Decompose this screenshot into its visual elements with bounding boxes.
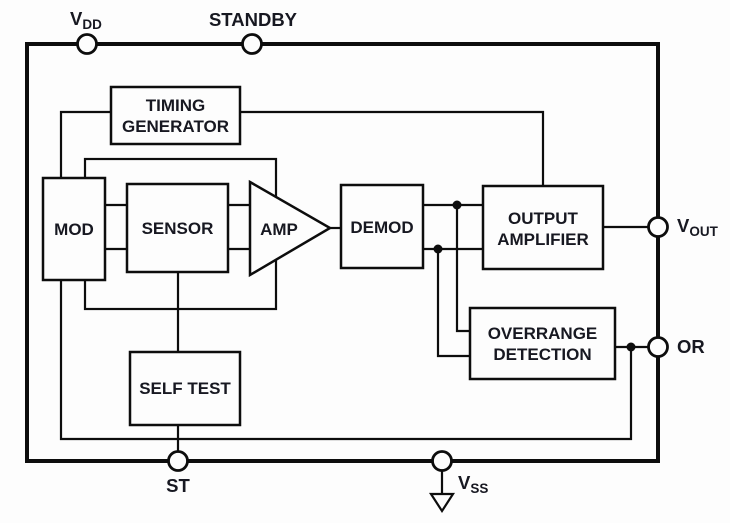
amp-label: AMP	[260, 220, 298, 239]
self-test-block: SELF TEST	[128, 350, 242, 427]
vout-pin-circle	[647, 216, 669, 238]
amp-triangle	[248, 179, 333, 278]
mod-box	[41, 176, 107, 282]
output-amplifier-label-line2: AMPLIFIER	[497, 230, 589, 249]
vout-pin-label: VOUT	[677, 215, 719, 239]
demod-box	[339, 183, 425, 270]
standby-pin-circle	[241, 33, 263, 55]
sensor-box	[125, 182, 230, 274]
sensor-block: SENSOR	[125, 182, 230, 274]
timing-generator-label-line1: TIMING	[146, 96, 206, 115]
mod-label: MOD	[54, 220, 94, 239]
or-pin-circle	[647, 336, 669, 358]
vss-pin-label: VSS	[458, 472, 488, 496]
st-pin-circle	[167, 450, 189, 472]
chip-outline	[25, 42, 660, 463]
self-test-box	[128, 350, 242, 427]
junction-dot-upper	[452, 200, 462, 210]
timing-generator-block: TIMING GENERATOR	[109, 85, 242, 146]
sensor-label: SENSOR	[142, 219, 214, 238]
output-amplifier-block: OUTPUT AMPLIFIER	[481, 184, 605, 271]
vss-pin-circle	[431, 450, 453, 472]
wire-tap-lower-to-overrange	[436, 249, 470, 358]
output-amplifier-label-line1: OUTPUT	[508, 209, 579, 228]
junction-dot-lower	[433, 244, 443, 254]
ground-triangle	[428, 492, 456, 514]
standby-pin-label: STANDBY	[209, 9, 298, 30]
st-pin-label: ST	[166, 475, 190, 496]
wire-tap-upper-to-overrange	[455, 205, 470, 333]
self-test-label: SELF TEST	[139, 379, 231, 398]
overrange-detection-block: OVERRANGE DETECTION	[468, 306, 617, 381]
amp-block: AMP	[248, 179, 333, 278]
demod-label: DEMOD	[350, 218, 413, 237]
vdd-pin-label: VDD	[70, 8, 102, 32]
overrange-detection-label-line2: DETECTION	[493, 345, 591, 364]
wire-timing-to-or-node	[59, 110, 633, 441]
overrange-detection-label-line1: OVERRANGE	[488, 324, 598, 343]
overrange-detection-box	[468, 306, 617, 381]
output-amplifier-box	[481, 184, 605, 271]
vdd-pin-circle	[76, 33, 98, 55]
wire-timing-to-output-amplifier	[240, 110, 545, 186]
timing-generator-box	[109, 85, 242, 146]
ground-symbol	[428, 470, 456, 514]
junction-dot-or	[626, 342, 636, 352]
demod-block: DEMOD	[339, 183, 425, 270]
or-pin-label: OR	[677, 336, 705, 357]
mod-block: MOD	[41, 176, 107, 282]
timing-generator-label-line2: GENERATOR	[122, 117, 229, 136]
